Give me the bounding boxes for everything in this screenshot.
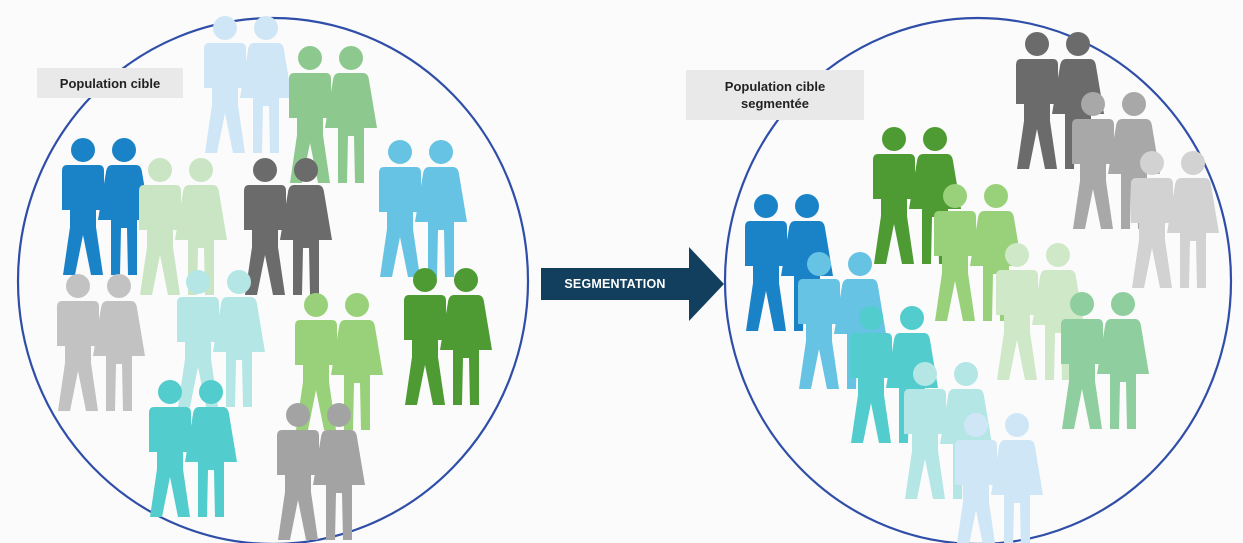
holding-hands-icon xyxy=(242,86,248,91)
holding-hands-icon xyxy=(942,432,948,437)
segmentation-arrow-label: SEGMENTATION xyxy=(564,277,666,291)
couple-icon xyxy=(57,274,145,411)
man-icon xyxy=(204,16,246,153)
holding-hands-icon xyxy=(282,228,288,233)
left-population-label-text: Population cible xyxy=(59,75,161,91)
couple-icon xyxy=(955,413,1043,543)
couple-icon xyxy=(177,270,265,407)
couple-icon xyxy=(149,380,237,517)
couple-icon xyxy=(289,46,377,183)
couple-icon xyxy=(745,194,833,331)
couple-icon xyxy=(996,243,1084,380)
holding-hands-icon xyxy=(993,483,999,488)
left-population-circle xyxy=(16,16,530,543)
holding-hands-icon xyxy=(442,338,448,343)
holding-hands-icon xyxy=(417,210,423,215)
couple-icon xyxy=(1131,151,1219,288)
couple-icon xyxy=(204,16,292,153)
left-population-label: Population cible xyxy=(37,68,183,98)
couple-icon xyxy=(404,268,492,405)
right-label-line2: segmentée xyxy=(741,96,809,111)
man-icon xyxy=(745,194,787,331)
holding-hands-icon xyxy=(187,450,193,455)
couple-icon xyxy=(62,138,150,275)
holding-hands-icon xyxy=(1110,162,1116,167)
man-icon xyxy=(1016,32,1058,169)
segmentation-arrow-shape xyxy=(541,247,724,321)
holding-hands-icon xyxy=(888,376,894,381)
holding-hands-icon xyxy=(177,228,183,233)
couple-icon xyxy=(139,158,227,295)
couple-icon xyxy=(379,140,467,277)
woman-icon xyxy=(415,140,467,277)
holding-hands-icon xyxy=(1169,221,1175,226)
holding-hands-icon xyxy=(95,344,101,349)
holding-hands-icon xyxy=(333,363,339,368)
woman-icon xyxy=(313,403,365,540)
holding-hands-icon xyxy=(215,340,221,345)
holding-hands-icon xyxy=(100,208,106,213)
holding-hands-icon xyxy=(1054,102,1060,107)
holding-hands-icon xyxy=(1099,362,1105,367)
man-icon xyxy=(244,158,286,295)
right-label-line1: Population cible xyxy=(724,79,826,94)
holding-hands-icon xyxy=(327,116,333,121)
couple-icon xyxy=(904,362,992,499)
holding-hands-icon xyxy=(836,322,842,327)
left-couples-group xyxy=(57,16,492,540)
couple-icon xyxy=(1016,32,1104,169)
woman-icon xyxy=(93,274,145,411)
man-icon xyxy=(379,140,421,277)
woman-icon xyxy=(991,413,1043,543)
couple-icon xyxy=(244,158,332,295)
couple-icon xyxy=(873,127,961,264)
couple-icon xyxy=(850,306,938,443)
man-icon xyxy=(57,274,99,411)
man-icon xyxy=(277,403,319,540)
couple-icon xyxy=(798,252,886,389)
man-icon xyxy=(62,138,104,275)
couple-icon xyxy=(1072,92,1160,229)
right-segmented-label: Population cible segmentée xyxy=(686,70,864,120)
man-icon xyxy=(873,127,915,264)
woman-icon xyxy=(440,268,492,405)
couple-icon xyxy=(934,184,1022,321)
right-couples-group xyxy=(745,32,1219,543)
couple-icon xyxy=(277,403,365,540)
holding-hands-icon xyxy=(1034,313,1040,318)
woman-icon xyxy=(1097,292,1149,429)
woman-icon xyxy=(240,16,292,153)
right-segmented-circle xyxy=(723,16,1233,543)
holding-hands-icon xyxy=(783,264,789,269)
woman-icon xyxy=(1167,151,1219,288)
couple-icon xyxy=(295,293,383,430)
man-icon xyxy=(139,158,181,295)
woman-icon xyxy=(325,46,377,183)
couple-icon xyxy=(1061,292,1149,429)
holding-hands-icon xyxy=(911,197,917,202)
holding-hands-icon xyxy=(972,254,978,259)
holding-hands-icon xyxy=(315,473,321,478)
man-icon xyxy=(404,268,446,405)
